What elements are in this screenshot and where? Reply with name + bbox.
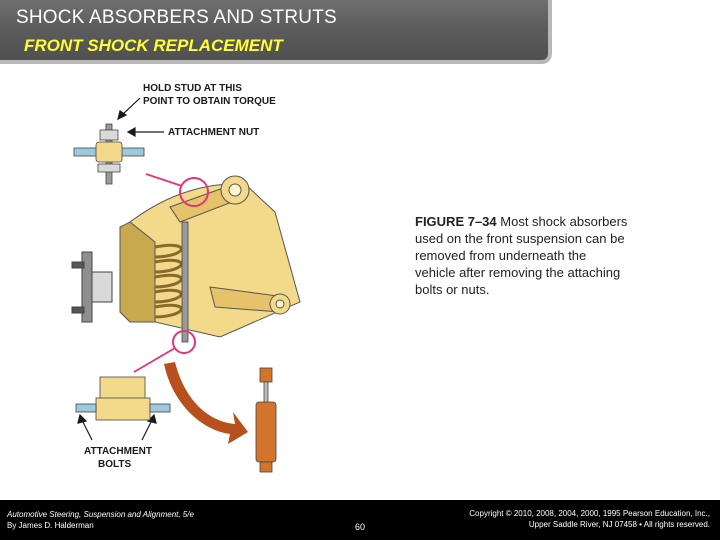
author: By James D. Halderman	[7, 521, 94, 530]
page-number: 60	[355, 522, 366, 532]
suspension-diagram: HOLD STUD AT THIS POINT TO OBTAIN TORQUE…	[71, 83, 301, 473]
hold-stud-label-line1: HOLD STUD AT THIS	[143, 83, 242, 94]
footer-book-info: Automotive Steering, Suspension and Alig…	[7, 509, 194, 531]
hold-stud-label-line2: POINT TO OBTAIN TORQUE	[143, 96, 276, 107]
attachment-bolts-label-line2: BOLTS	[98, 459, 131, 470]
figure-illustration: HOLD STUD AT THIS POINT TO OBTAIN TORQUE…	[60, 72, 400, 477]
slide-title: SHOCK ABSORBERS AND STRUTS	[16, 7, 337, 28]
coil-spring	[154, 243, 183, 319]
copyright: Copyright © 2010, 2008, 2004, 2000, 1995…	[469, 508, 710, 530]
copyright-line2: Upper Saddle River, NJ 07458 • All right…	[528, 520, 710, 529]
attachment-nut-label: ATTACHMENT NUT	[168, 127, 259, 138]
lower-mount-detail	[75, 376, 171, 421]
footer-bar: Automotive Steering, Suspension and Alig…	[0, 500, 720, 540]
top-mount-detail	[73, 123, 145, 185]
upper-callout-line	[145, 173, 183, 187]
lower-callout-line	[133, 347, 176, 373]
figure-caption: FIGURE 7–34 Most shock absorbers used on…	[415, 213, 630, 298]
copyright-line1: Copyright © 2010, 2008, 2004, 2000, 1995…	[469, 509, 710, 518]
leader-arrows	[77, 97, 164, 441]
caption-text: Most shock absorbers used on the front s…	[415, 214, 628, 297]
slide-subtitle: FRONT SHOCK REPLACEMENT	[24, 36, 283, 55]
frame-assembly	[119, 175, 301, 338]
removal-arrow	[164, 362, 248, 444]
title-banner: SHOCK ABSORBERS AND STRUTS FRONT SHOCK R…	[0, 0, 552, 64]
installed-shock	[181, 221, 189, 343]
upper-highlight-circle	[179, 177, 209, 207]
wheel-hub	[71, 251, 113, 323]
attachment-bolts-label-line1: ATTACHMENT	[84, 446, 152, 457]
removed-shock-absorber	[255, 367, 277, 473]
lower-highlight-circle	[172, 330, 196, 354]
book-title: Automotive Steering, Suspension and Alig…	[7, 510, 194, 519]
figure-number: FIGURE 7–34	[415, 214, 497, 229]
